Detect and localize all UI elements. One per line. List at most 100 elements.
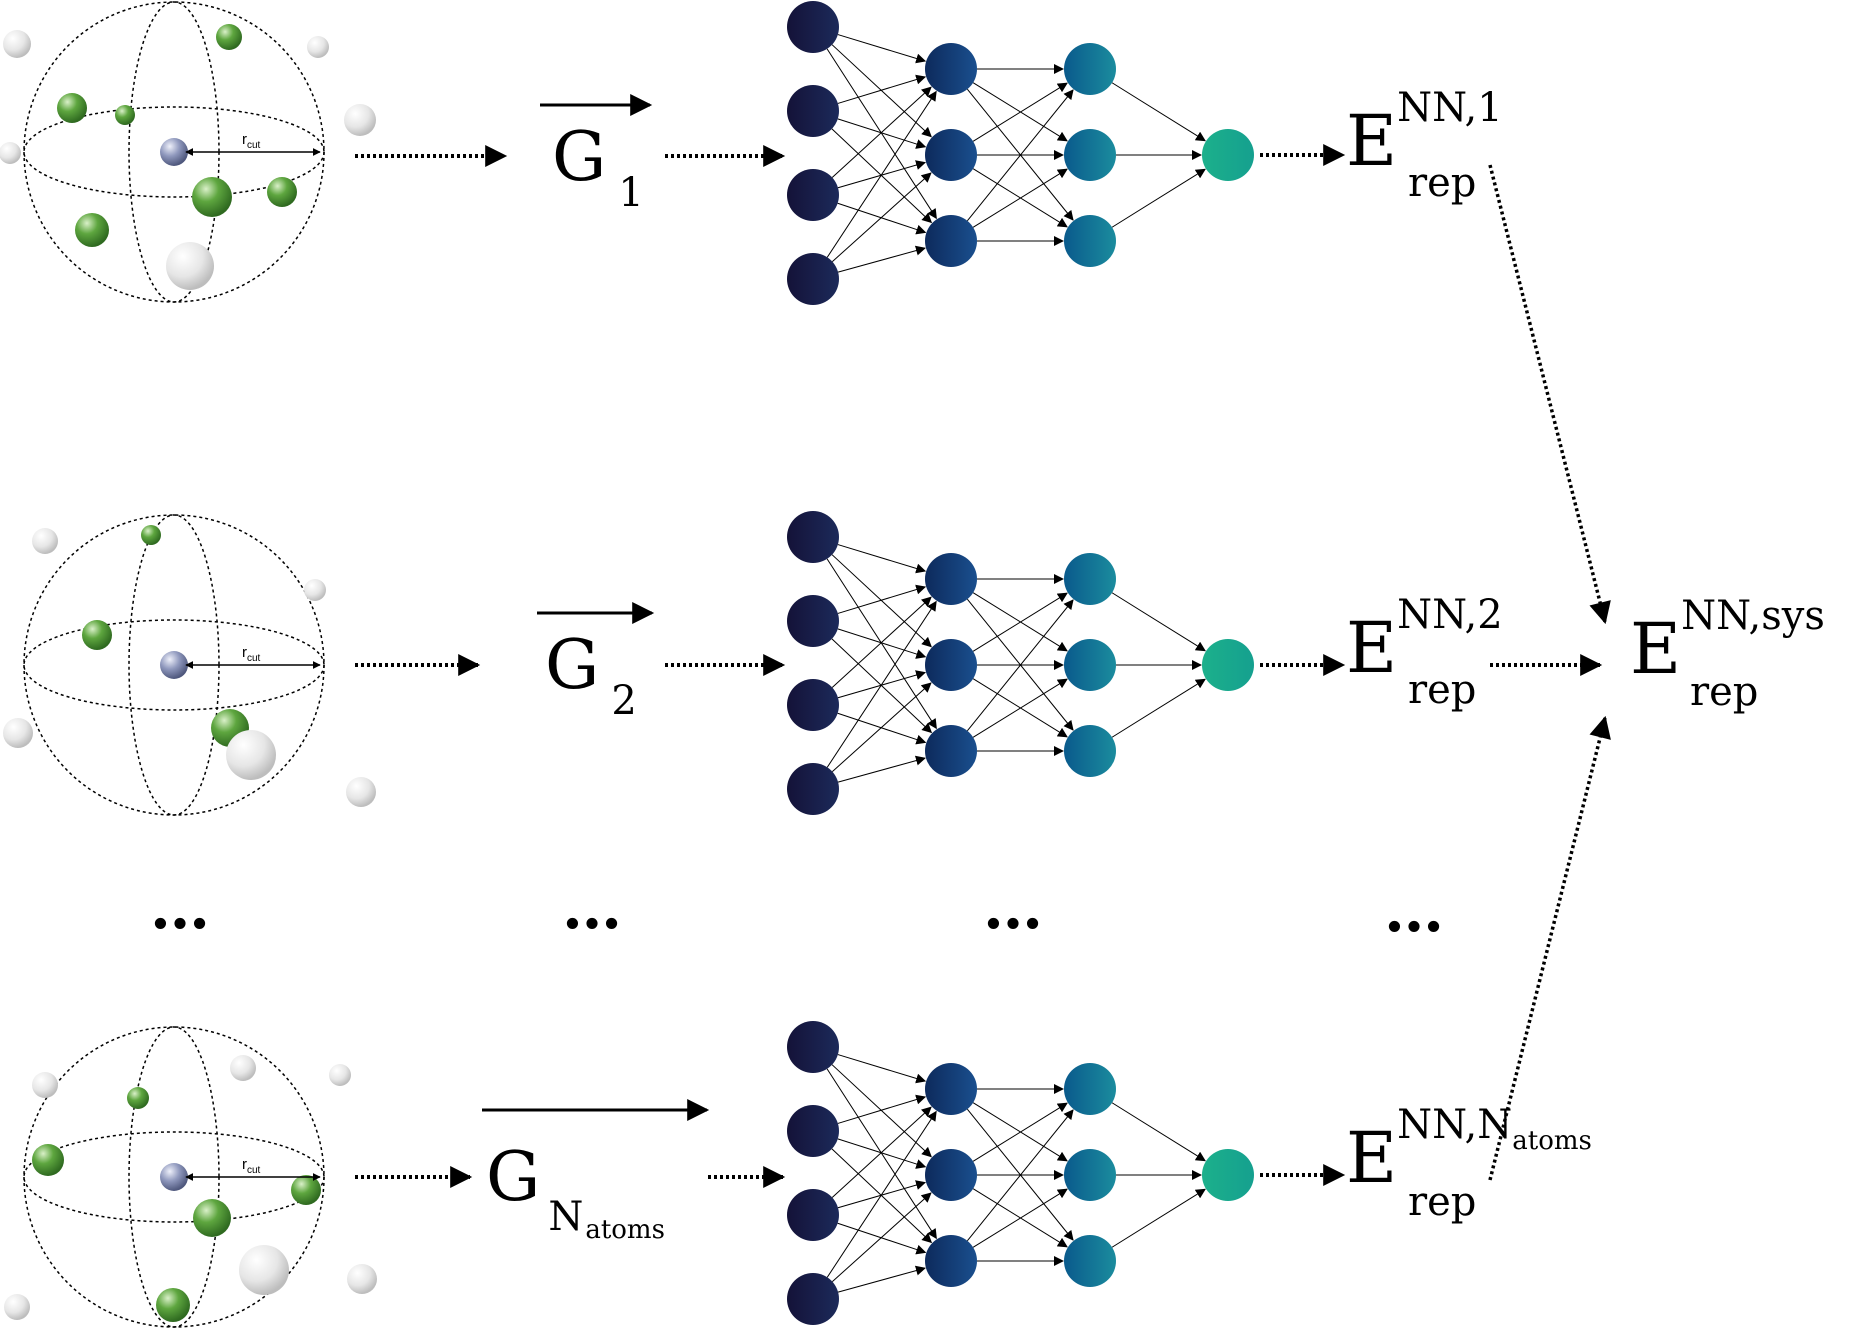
connection (831, 554, 932, 648)
connection (972, 1188, 1068, 1248)
connection (1111, 82, 1206, 142)
input-neuron (787, 85, 839, 137)
connection (972, 168, 1068, 228)
connection (837, 755, 926, 783)
connection (966, 599, 1074, 732)
atomic-environment-sphere-1: rcut (23, 1, 325, 303)
hidden-neuron-layer-2 (1064, 553, 1116, 605)
atomic-energy-2-sub: rep (1408, 667, 1476, 713)
rcut-label: rcut (242, 644, 261, 664)
input-neuron (787, 595, 839, 647)
central-atom (160, 651, 188, 679)
hidden-neuron-layer-1 (925, 725, 977, 777)
atomic-environment-sphere-2: rcut (23, 514, 325, 816)
grey-atom (32, 528, 58, 554)
atomic-energy-1-sub: rep (1408, 160, 1476, 206)
connection (1111, 678, 1206, 738)
green-atom (156, 1288, 190, 1322)
atomic-energy-1: ENN,1 (1346, 85, 1503, 182)
connection (826, 90, 937, 258)
ellipsis: … (1384, 876, 1444, 946)
connection (832, 682, 932, 772)
connection (837, 34, 927, 64)
input-neuron (787, 1273, 839, 1325)
connection (831, 128, 933, 224)
input-neuron (787, 1, 839, 53)
atomic-energy-2: ENN,2 (1346, 592, 1503, 689)
connection (966, 1109, 1074, 1242)
grey-atom (307, 36, 329, 58)
green-atom (57, 93, 87, 123)
connection (837, 584, 927, 614)
central-atom (160, 1163, 188, 1191)
dotted-arrow (1488, 164, 1611, 625)
neural-network-3 (787, 1021, 1254, 1325)
input-neuron (787, 763, 839, 815)
descriptor-symbol: G (486, 1138, 540, 1217)
output-neuron (1202, 639, 1254, 691)
connection (831, 44, 932, 138)
input-neuron (787, 1021, 839, 1073)
dotted-arrow (1488, 715, 1611, 1181)
rcut-label: rcut (242, 131, 261, 151)
hidden-neuron-layer-2 (1064, 1235, 1116, 1287)
hidden-neuron-layer-2 (1064, 1149, 1116, 1201)
hidden-neuron-layer-1 (925, 215, 977, 267)
connection (1111, 168, 1206, 228)
ellipsis-row: … … … … (150, 873, 1444, 946)
connection (831, 638, 933, 734)
descriptor-index: 1 (618, 170, 643, 216)
green-atom (75, 213, 109, 247)
input-neuron (787, 679, 839, 731)
connection (837, 74, 927, 104)
grey-atom (32, 1072, 58, 1098)
connection (837, 245, 926, 273)
grey-atom (0, 142, 21, 164)
green-atom (82, 620, 112, 650)
connection (966, 89, 1074, 222)
connection (826, 1068, 937, 1240)
connection (826, 558, 937, 730)
descriptor-index: N (548, 1194, 583, 1240)
grey-atom (3, 30, 31, 58)
connection (972, 678, 1068, 738)
grey-atom (347, 1264, 377, 1294)
svg-text:G1: G1 (552, 118, 644, 216)
descriptor-symbol: G (545, 626, 599, 705)
central-atom (160, 138, 188, 166)
hidden-neuron-layer-2 (1064, 43, 1116, 95)
output-neuron (1202, 129, 1254, 181)
connection (831, 86, 932, 178)
connection (831, 1064, 932, 1158)
input-neuron (787, 169, 839, 221)
connection (826, 48, 937, 220)
connection (831, 596, 932, 688)
green-atom (115, 105, 135, 125)
neural-network-1 (787, 1, 1254, 305)
atomic-energy-n: ENN,Natoms (1346, 1102, 1592, 1199)
grey-atom (344, 104, 376, 136)
connection (832, 172, 932, 262)
hidden-neuron-layer-2 (1064, 725, 1116, 777)
connection (831, 1106, 932, 1198)
grey-atom (4, 1294, 30, 1320)
system-energy: ENN,sys (1630, 593, 1825, 690)
connection (832, 1192, 932, 1282)
grey-atom (166, 242, 214, 290)
input-neuron (787, 1189, 839, 1241)
green-atom (127, 1087, 149, 1109)
connection (831, 1148, 933, 1244)
connection (1111, 1188, 1206, 1248)
system-energy-sub: rep (1690, 669, 1758, 715)
grey-atom (230, 1055, 256, 1081)
connection (972, 1102, 1068, 1162)
hidden-neuron-layer-1 (925, 639, 977, 691)
